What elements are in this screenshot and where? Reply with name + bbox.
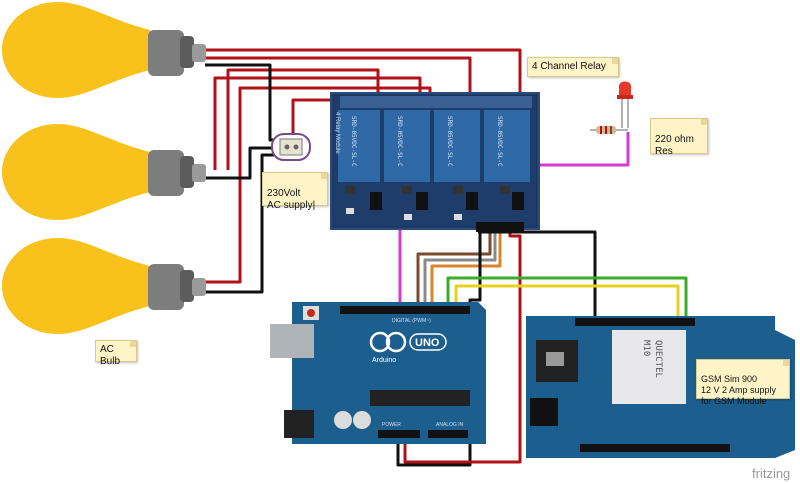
relay-3-label: SRD-05VDC-SL-C — [446, 116, 453, 167]
wire-red-bulb1b — [205, 56, 472, 100]
bulb-socket — [148, 264, 184, 310]
arduino-brand: Arduino — [372, 357, 396, 364]
relay-3: SRD-05VDC-SL-C — [434, 110, 480, 182]
power-jack — [284, 410, 314, 438]
note-relay: 4 Channel Relay — [527, 57, 619, 77]
bulb-glass — [2, 2, 150, 98]
wire-black-common3 — [205, 153, 280, 294]
bulb-contact — [192, 44, 206, 62]
gsm-chip-brand: QUECTEL — [653, 340, 663, 378]
note-resistor: 220 ohm Res — [650, 118, 708, 157]
digital-label: DIGITAL (PWM~) — [392, 318, 431, 324]
wire-brown — [416, 232, 492, 308]
bulb-3 — [2, 238, 206, 334]
analog-header — [428, 430, 468, 438]
relay-4: SRD-05VDC-SL-C — [484, 110, 530, 182]
bulb-contact — [192, 278, 206, 296]
analog-label: ANALOG IN — [436, 422, 464, 428]
wire-gray — [423, 232, 497, 308]
relay-2-label: SRD-05VDC-SL-C — [396, 116, 403, 167]
bulb-2 — [2, 124, 206, 220]
note-gsm: GSM Sim 900 12 V 2 Amp supply for GSM Mo… — [696, 359, 790, 406]
gsm-chip — [612, 330, 686, 404]
relay-header — [476, 222, 524, 232]
relay-board-label: 4 Relay Module — [334, 112, 340, 154]
note-bulb-text: AC Bulb — [100, 344, 121, 367]
gsm-header-top — [575, 318, 695, 326]
gsm-module: QUECTEL M10 — [526, 316, 795, 458]
note-gsm-text: GSM Sim 900 12 V 2 Amp supply for GSM Mo… — [701, 374, 777, 406]
digital-header — [340, 306, 470, 314]
wire-yellow — [454, 284, 680, 318]
resistor — [590, 126, 628, 134]
ac-supply-connector — [271, 133, 311, 161]
wire-green — [446, 276, 688, 318]
note-relay-text: 4 Channel Relay — [532, 61, 606, 72]
note-supply-text: 230Volt AC supply| — [267, 188, 316, 211]
gsm-header-bottom — [580, 444, 730, 452]
bulb-socket-ring — [180, 156, 194, 188]
bulb-socket — [148, 30, 184, 76]
relay-driver-row — [345, 186, 524, 220]
bulb-socket-ring — [180, 36, 194, 68]
led — [617, 81, 633, 128]
relay-4-label: SRD-05VDC-SL-C — [496, 116, 503, 167]
bulb-glass — [2, 238, 150, 334]
relay-2: SRD-05VDC-SL-C — [384, 110, 430, 182]
bulb-1 — [2, 2, 206, 98]
relay-1: SRD-05VDC-SL-C — [338, 110, 380, 182]
atmega-chip — [370, 390, 470, 406]
arduino-model: UNO — [415, 337, 440, 349]
relay-module: SRD-05VDC-SL-C SRD-05VDC-SL-C SRD-05VDC-… — [330, 92, 540, 232]
bulb-contact — [192, 164, 206, 182]
note-resistor-text: 220 ohm Res — [655, 134, 694, 157]
power-label: POWER — [382, 422, 401, 428]
fritzing-watermark: fritzing — [752, 466, 790, 481]
note-bulb: AC Bulb — [95, 340, 137, 367]
arduino-logo: Arduino UNO — [369, 331, 447, 364]
bulb-socket — [148, 150, 184, 196]
wire-black-common2 — [205, 146, 280, 180]
bulb-glass — [2, 124, 150, 220]
wire-red-bulb2b — [226, 68, 380, 170]
gsm-chip-model: M10 — [641, 340, 651, 356]
power-header — [378, 430, 420, 438]
wire-orange — [430, 232, 502, 308]
wire-red-vcc — [403, 232, 522, 464]
note-supply: 230Volt AC supply| — [262, 172, 328, 211]
bulb-socket-ring — [180, 270, 194, 302]
arduino-uno: DIGITAL (PWM~) Arduino UNO POWER ANALOG … — [270, 302, 486, 444]
relay-terminals — [340, 96, 532, 108]
wire-red-bulb1 — [205, 48, 522, 100]
relay-1-label: SRD-05VDC-SL-C — [350, 116, 357, 167]
usb-jack — [270, 324, 314, 358]
arduino-board — [292, 302, 486, 444]
